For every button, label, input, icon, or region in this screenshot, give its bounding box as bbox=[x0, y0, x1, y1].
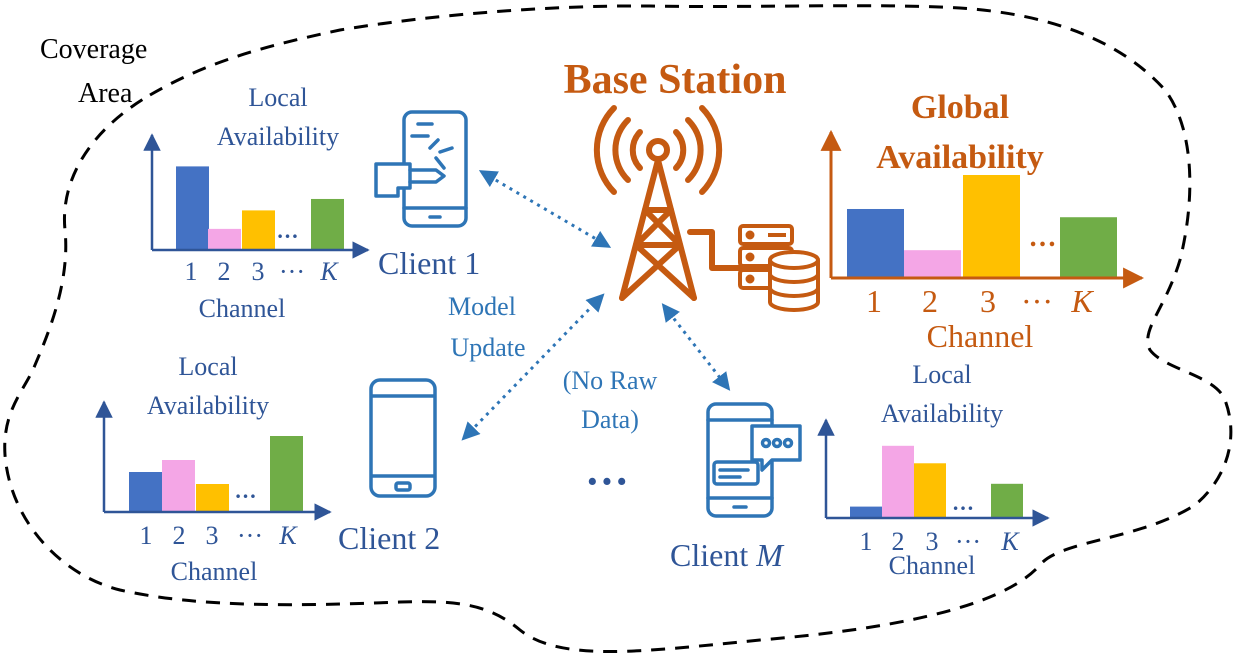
client-2-tick-label-3: 3 bbox=[206, 521, 219, 550]
global-bar-2 bbox=[904, 250, 961, 278]
client-2-bar-2 bbox=[162, 460, 195, 512]
model-update-label-line2: Update bbox=[450, 333, 525, 362]
client-1-bar-ellipsis: … bbox=[277, 218, 299, 243]
client-2-chart-title-line1: Local bbox=[178, 352, 237, 381]
client-m-chart-xlabel: Channel bbox=[889, 551, 976, 580]
client-m-bar-ellipsis: … bbox=[952, 490, 974, 515]
global-chart-xlabel: Channel bbox=[927, 318, 1034, 354]
global-bar-3 bbox=[963, 175, 1020, 278]
client-m-bar-1 bbox=[850, 506, 882, 518]
client-2-bar-5 bbox=[270, 436, 303, 512]
client-1-tick-label-5: K bbox=[319, 257, 339, 286]
global-availability-chart: … 1 2 3 ··· K bbox=[820, 129, 1145, 319]
client-1-bar-5 bbox=[311, 198, 344, 250]
client-1-bar-1 bbox=[176, 166, 209, 250]
coverage-area-label-line2: Area bbox=[78, 78, 133, 109]
base-station-title: Base Station bbox=[564, 57, 787, 103]
client-m-tick-label-1: 1 bbox=[860, 527, 873, 556]
link-client-2 bbox=[461, 293, 605, 441]
global-tick-label-4: ··· bbox=[1021, 283, 1053, 319]
clients-ellipsis: ··· bbox=[585, 457, 629, 506]
global-bar-ellipsis: … bbox=[1029, 222, 1057, 253]
client-1-chart-title-line2: Availability bbox=[217, 122, 339, 151]
client-2-tick-label-1: 1 bbox=[140, 521, 153, 550]
client-1-label: Client 1 bbox=[378, 245, 480, 281]
phone-chat-icon bbox=[706, 402, 802, 518]
client-m-bar-2 bbox=[882, 445, 914, 518]
smartphone-icon bbox=[369, 378, 437, 498]
link-client-1 bbox=[478, 170, 612, 248]
phone-touch-icon bbox=[374, 110, 468, 228]
client-2-chart-xlabel: Channel bbox=[171, 557, 258, 586]
server-database-icon bbox=[738, 224, 820, 312]
global-tick-label-1: 1 bbox=[866, 283, 882, 319]
global-tick-label-2: 2 bbox=[922, 283, 938, 319]
client-m-tick-label-4: ··· bbox=[955, 527, 981, 556]
model-update-label-line1: Model bbox=[448, 292, 516, 321]
cell-tower-icon bbox=[593, 105, 743, 301]
global-tick-label-5: K bbox=[1070, 283, 1094, 319]
client-2-label: Client 2 bbox=[338, 520, 440, 556]
client-1-tick-label-3: 3 bbox=[252, 257, 265, 286]
client-2-tick-label-2: 2 bbox=[173, 521, 186, 550]
client-2-bar-1 bbox=[129, 472, 162, 512]
global-chart-title-line2: Availability bbox=[876, 139, 1044, 176]
no-raw-data-label-line1: (No Raw bbox=[563, 366, 658, 395]
client-1-bar-2 bbox=[208, 228, 241, 250]
client-2-chart-title-line2: Availability bbox=[147, 391, 269, 420]
client-1-bar-3 bbox=[242, 210, 275, 250]
global-bar-5 bbox=[1060, 217, 1117, 278]
global-chart-title-line1: Global bbox=[911, 89, 1009, 126]
client-1-tick-label-2: 2 bbox=[218, 257, 231, 286]
no-raw-data-label-line2: Data) bbox=[581, 405, 639, 434]
global-tick-label-3: 3 bbox=[980, 283, 996, 319]
client-1-chart-title-line1: Local bbox=[248, 83, 307, 112]
link-client-m bbox=[661, 303, 731, 391]
client-m-tick-label-2: 2 bbox=[892, 527, 905, 556]
client-2-tick-label-4: ··· bbox=[237, 521, 263, 550]
client-1-tick-label-1: 1 bbox=[185, 257, 198, 286]
client-m-bar-5 bbox=[991, 483, 1023, 518]
client-m-label: Client M bbox=[670, 537, 785, 573]
coverage-area-label-line1: Coverage bbox=[40, 34, 147, 65]
client-1-chart-xlabel: Channel bbox=[199, 294, 286, 323]
client-m-tick-label-3: 3 bbox=[926, 527, 939, 556]
client-2-bar-ellipsis: … bbox=[235, 478, 257, 503]
client-m-chart-title-line2: Availability bbox=[881, 399, 1003, 428]
client-2-bar-3 bbox=[196, 484, 229, 512]
client-m-chart-title-line1: Local bbox=[912, 360, 971, 389]
client-2-tick-label-5: K bbox=[278, 521, 298, 550]
client-m-bar-3 bbox=[914, 463, 946, 518]
client-m-tick-label-5: K bbox=[1000, 527, 1020, 556]
global-bar-1 bbox=[847, 208, 904, 278]
client-1-tick-label-4: ··· bbox=[279, 257, 305, 286]
